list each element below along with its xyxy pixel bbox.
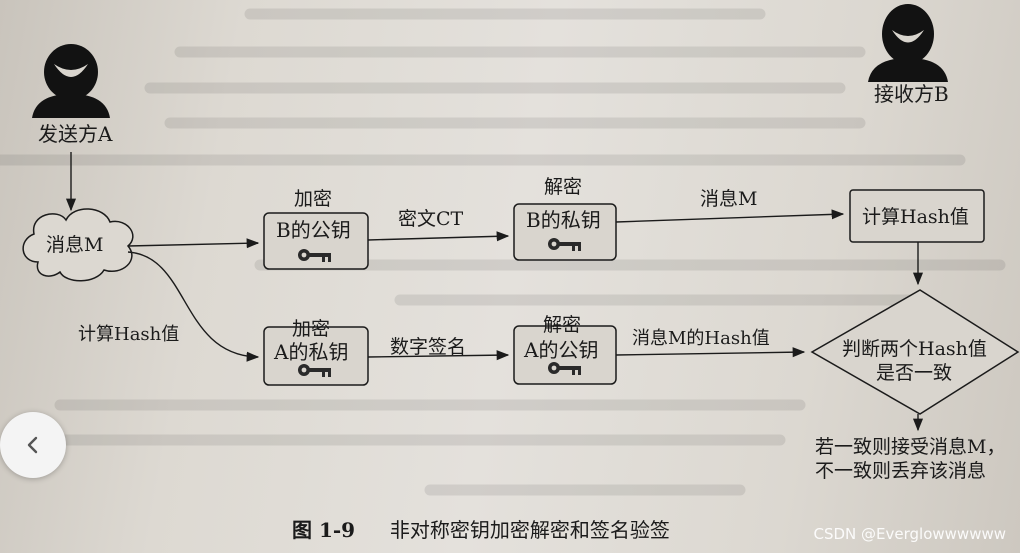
message-cloud-label: 消息M bbox=[46, 234, 104, 256]
decision-diamond bbox=[810, 289, 1020, 415]
bottom-decrypt-label: 解密 bbox=[543, 314, 582, 336]
branch-hash-label: 计算Hash值 bbox=[78, 324, 180, 345]
message-to-a-private-key-arrow bbox=[127, 251, 260, 362]
a-private-key-box bbox=[263, 326, 369, 386]
receiver-person-icon bbox=[868, 4, 948, 82]
bottom-encrypt-label: 加密 bbox=[292, 318, 331, 340]
top-decrypt-label: 解密 bbox=[544, 176, 583, 198]
ciphertext-arrow bbox=[367, 231, 510, 242]
signature-arrow bbox=[367, 350, 510, 361]
top-encrypt-label: 加密 bbox=[294, 188, 333, 210]
a-private-key-text: A的私钥 bbox=[274, 340, 349, 364]
a-public-key-text: A的公钥 bbox=[524, 338, 599, 362]
figure-caption: 图 1-9 非对称密钥加密解密和签名验签 bbox=[292, 520, 670, 540]
sender-label: 发送方A bbox=[38, 122, 113, 146]
signature-label: 数字签名 bbox=[390, 336, 467, 358]
message-to-b-public-key-arrow bbox=[127, 238, 260, 249]
b-public-key-text: B的公钥 bbox=[276, 218, 351, 242]
top-message-label: 消息M bbox=[700, 188, 758, 210]
decision-line2: 是否一致 bbox=[876, 362, 953, 384]
ciphertext-label: 密文CT bbox=[398, 208, 464, 230]
message-cloud-shape bbox=[22, 208, 134, 282]
figure-number: 图 1-9 bbox=[292, 518, 356, 542]
previous-image-button[interactable] bbox=[0, 412, 66, 478]
decrypted-message-arrow bbox=[615, 209, 845, 223]
b-private-key-text: B的私钥 bbox=[526, 208, 601, 232]
chevron-left-icon bbox=[27, 436, 38, 454]
sender-person-icon bbox=[32, 44, 110, 118]
outcome-line1: 若一致则接受消息M， bbox=[815, 436, 1006, 458]
compute-hash-text: 计算Hash值 bbox=[862, 206, 969, 228]
outcome-line2: 不一致则丢弃该消息 bbox=[815, 460, 987, 482]
b-private-key-box bbox=[513, 203, 617, 261]
decision-line1: 判断两个Hash值 bbox=[842, 338, 987, 360]
b-public-key-box bbox=[263, 212, 369, 270]
figure-caption-text: 非对称密钥加密解密和签名验签 bbox=[389, 518, 670, 542]
message-hash-label: 消息M的Hash值 bbox=[632, 328, 770, 349]
receiver-label: 接收方B bbox=[874, 82, 949, 106]
message-hash-arrow bbox=[615, 347, 806, 358]
compute-hash-box bbox=[849, 189, 985, 243]
csdn-watermark: CSDN @Everglowwwwww bbox=[813, 525, 1007, 543]
background-text-lines bbox=[0, 8, 1006, 496]
